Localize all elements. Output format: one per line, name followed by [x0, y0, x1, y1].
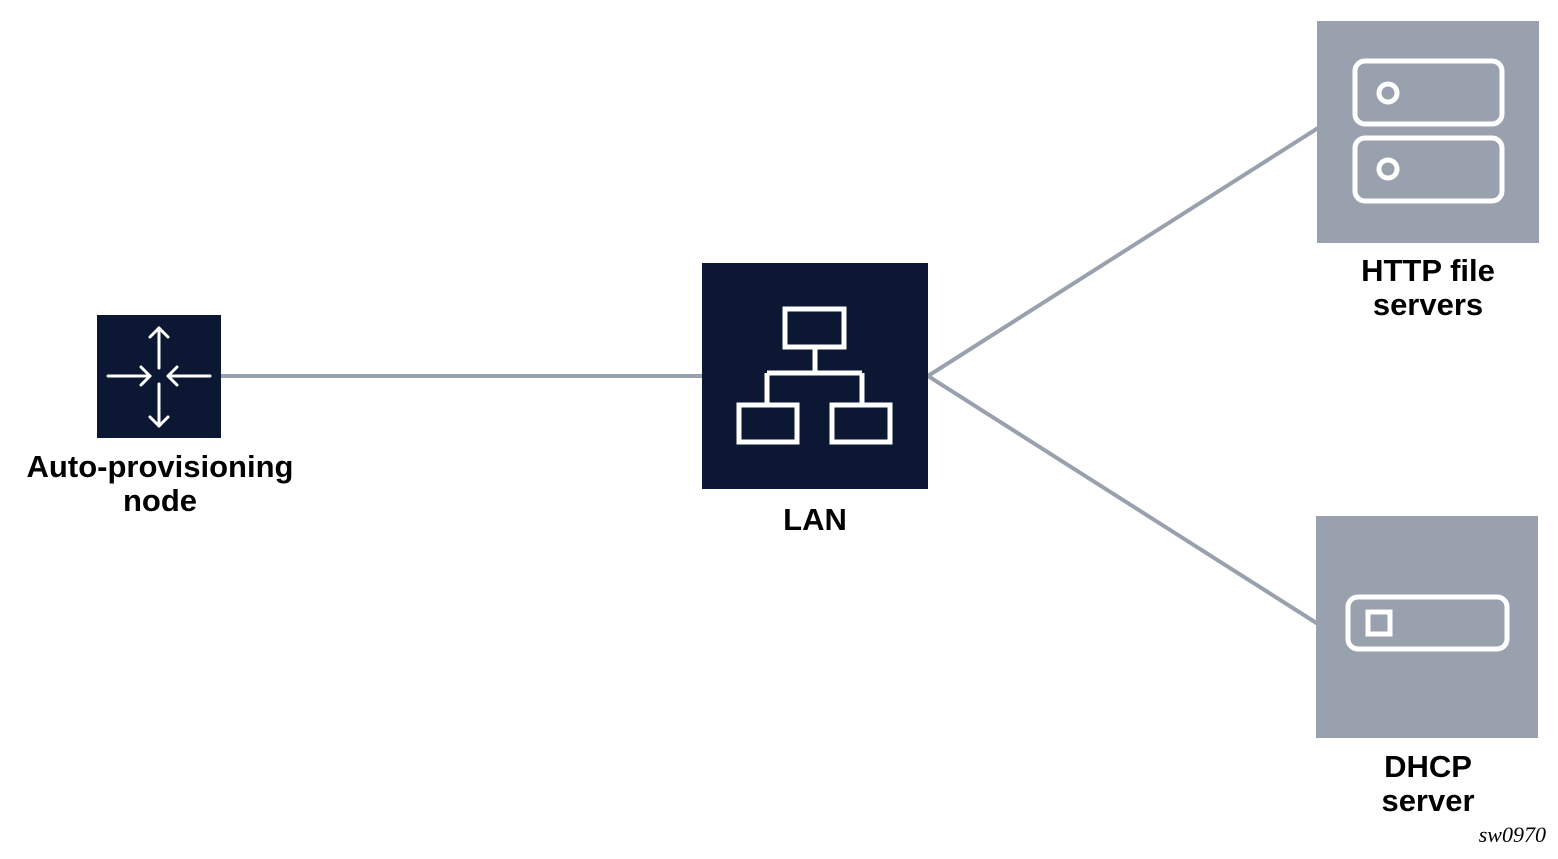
lan-label: LAN [700, 503, 930, 537]
label-line: HTTP file [1361, 253, 1495, 288]
auto-provisioning-node-label: Auto-provisioning node [10, 450, 310, 518]
label-line: servers [1372, 287, 1484, 322]
router-arrows-icon [106, 326, 212, 428]
http-file-servers-node [1317, 21, 1539, 243]
lan-node [702, 263, 928, 489]
dhcp-server-box [1316, 516, 1538, 738]
server-icon [1345, 594, 1510, 652]
server-stack-icon [1352, 58, 1505, 204]
http-file-servers-label: HTTP file servers [1300, 254, 1556, 322]
dhcp-server-label: DHCP server [1300, 750, 1556, 818]
label-line: Auto-provisioning [26, 449, 294, 484]
label-line: DHCP [1384, 749, 1472, 784]
auto-provisioning-node [97, 315, 221, 438]
label-line: LAN [783, 502, 847, 537]
edge-lan-to-dhcp [926, 374, 1320, 626]
label-line: node [122, 483, 198, 518]
edge-lan-to-http [926, 126, 1320, 378]
network-hierarchy-icon [736, 306, 893, 445]
label-line: server [1381, 783, 1475, 818]
lan-box [702, 263, 928, 489]
http-server-box [1317, 21, 1539, 243]
figure-id: sw0970 [1478, 822, 1546, 847]
dhcp-server-node [1316, 516, 1538, 738]
